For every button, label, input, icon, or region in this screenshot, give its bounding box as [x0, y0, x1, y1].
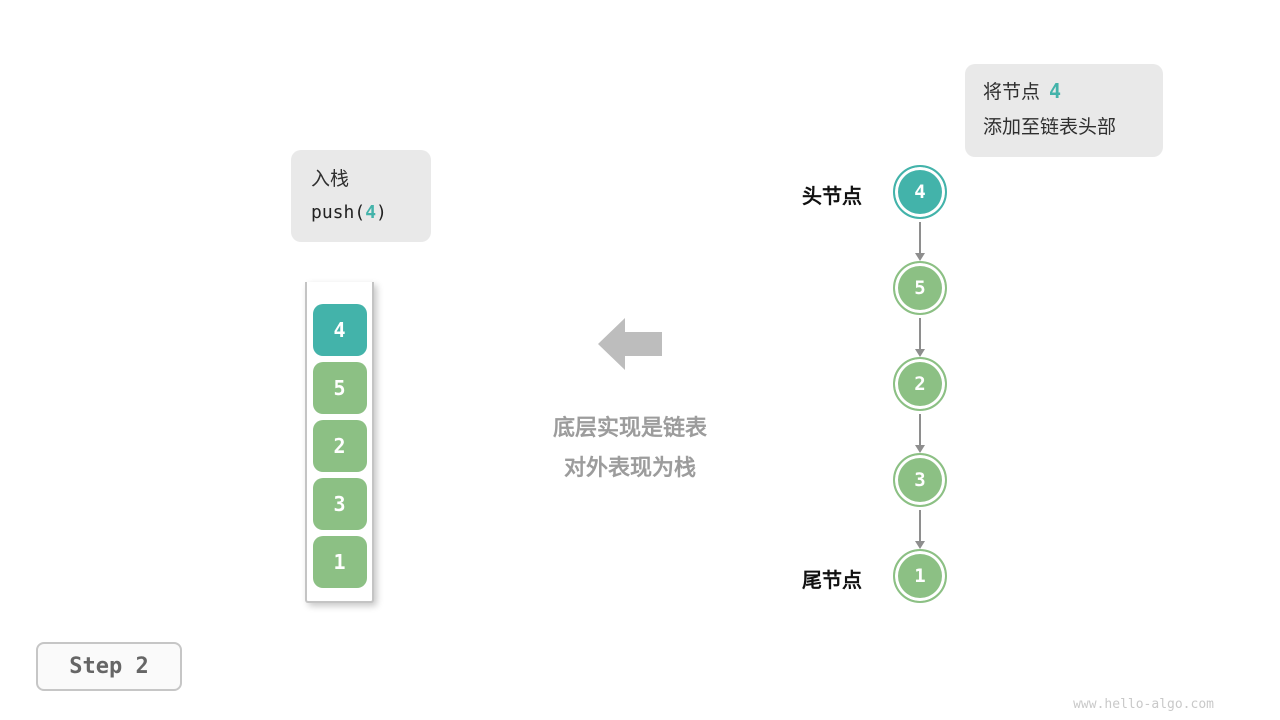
list-node: 5	[893, 261, 947, 315]
annotation-note: 将节点 4 添加至链表头部	[965, 64, 1163, 157]
arrow-line	[919, 510, 921, 541]
step-indicator: Step 2	[36, 642, 182, 691]
down-arrow-icon	[915, 411, 925, 453]
note-line-2: 添加至链表头部	[983, 117, 1117, 138]
head-node-label: 头节点	[802, 186, 862, 208]
push-code-suffix: )	[376, 202, 387, 223]
caption-line-2: 对外表现为栈	[563, 455, 696, 480]
note-text: 将节点	[983, 82, 1041, 103]
stack-container: 4 5 2 3 1	[305, 282, 374, 603]
push-title: 入栈	[311, 169, 350, 190]
stack-item: 2	[312, 420, 367, 472]
push-arg: 4	[365, 202, 377, 223]
push-code-prefix: push(	[311, 202, 366, 223]
caption-line-1: 底层实现是链表	[552, 415, 707, 440]
arrow-head	[915, 253, 925, 261]
stack-item: 5	[312, 362, 367, 414]
stack-item: 1	[312, 536, 367, 588]
down-arrow-icon	[915, 219, 925, 261]
left-arrow-icon	[598, 318, 662, 370]
linked-list: 4 5 2 3 1	[893, 165, 947, 603]
down-arrow-icon	[915, 315, 925, 357]
note-highlight-value: 4	[1049, 79, 1062, 103]
down-arrow-icon	[915, 507, 925, 549]
list-node: 2	[893, 357, 947, 411]
watermark: www.hello-algo.com	[1073, 697, 1214, 712]
arrow-line	[919, 222, 921, 253]
stack-item: 3	[312, 478, 367, 530]
arrow-head	[915, 349, 925, 357]
stack-item: 4	[312, 304, 367, 356]
arrow-line	[919, 414, 921, 445]
arrow-head	[915, 445, 925, 453]
list-node: 4	[893, 165, 947, 219]
list-node: 3	[893, 453, 947, 507]
tail-node-label: 尾节点	[802, 570, 862, 592]
push-annotation: 入栈 push(4)	[291, 150, 431, 242]
arrow-line	[919, 318, 921, 349]
note-line-1: 将节点 4	[983, 74, 1145, 110]
center-caption: 底层实现是链表 对外表现为栈	[470, 408, 790, 488]
push-code: push(4)	[311, 196, 411, 229]
arrow-head	[915, 541, 925, 549]
list-node: 1	[893, 549, 947, 603]
